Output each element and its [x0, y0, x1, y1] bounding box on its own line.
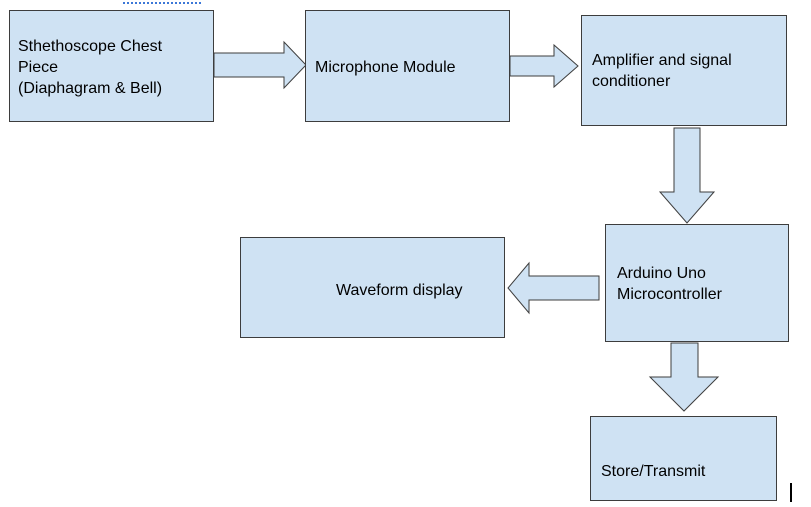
chest-piece-label: Sthethoscope Chest Piece (Diaphagram & B… [18, 38, 163, 97]
amplifier-label: Amplifier and signal conditioner [592, 52, 732, 90]
arrow-arduino-to-waveform [507, 261, 600, 315]
chest-piece-block: Sthethoscope Chest Piece (Diaphagram & B… [9, 10, 214, 122]
store-transmit-block: Store/Transmit [590, 416, 777, 501]
waveform-display-label: Waveform display [336, 282, 463, 299]
arrow-chest-to-microphone [213, 40, 307, 90]
microphone-module-label: Microphone Module [315, 59, 456, 76]
microphone-module-block: Microphone Module [305, 10, 510, 122]
arrow-arduino-to-store [648, 342, 720, 412]
selection-dotted-line [123, 0, 201, 4]
amplifier-block: Amplifier and signal conditioner [581, 15, 787, 126]
store-transmit-label: Store/Transmit [601, 463, 706, 480]
arrow-microphone-to-amplifier [509, 43, 579, 89]
arrow-amplifier-to-arduino [658, 127, 716, 224]
arduino-block: Arduino Uno Microcontroller [605, 224, 789, 342]
arduino-label: Arduino Uno Microcontroller [617, 265, 722, 303]
waveform-display-block: Waveform display [240, 237, 505, 338]
text-cursor [790, 483, 792, 502]
